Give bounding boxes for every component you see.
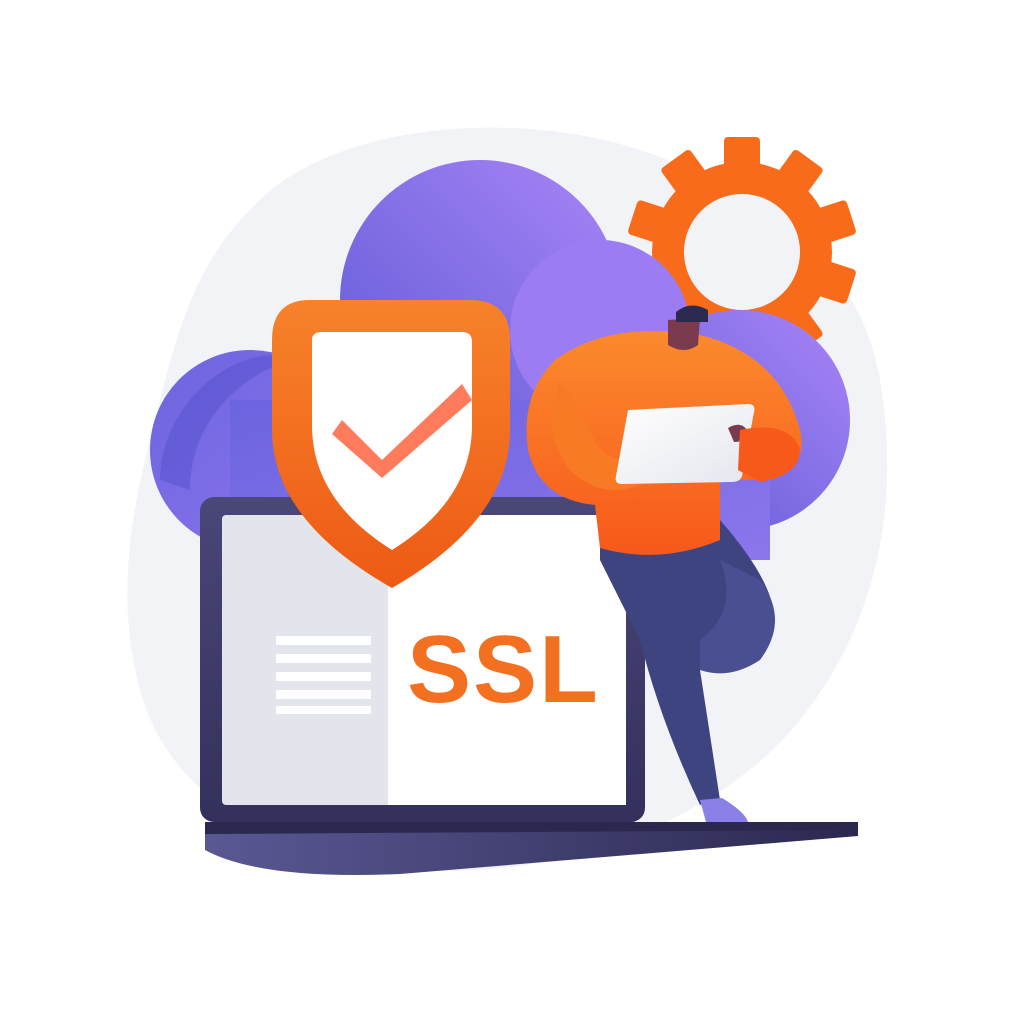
person-shoe [700, 798, 748, 822]
screen-text-lines [276, 636, 371, 714]
laptop-icon [200, 497, 858, 875]
laptop-base [205, 822, 858, 875]
person-hair [676, 305, 708, 322]
ssl-screen-text: SSL [407, 616, 600, 723]
shield-check-icon [272, 300, 510, 588]
person-neck [668, 318, 700, 350]
check-icon [332, 384, 472, 478]
person-figure [526, 305, 802, 822]
tablet-icon [615, 404, 755, 484]
